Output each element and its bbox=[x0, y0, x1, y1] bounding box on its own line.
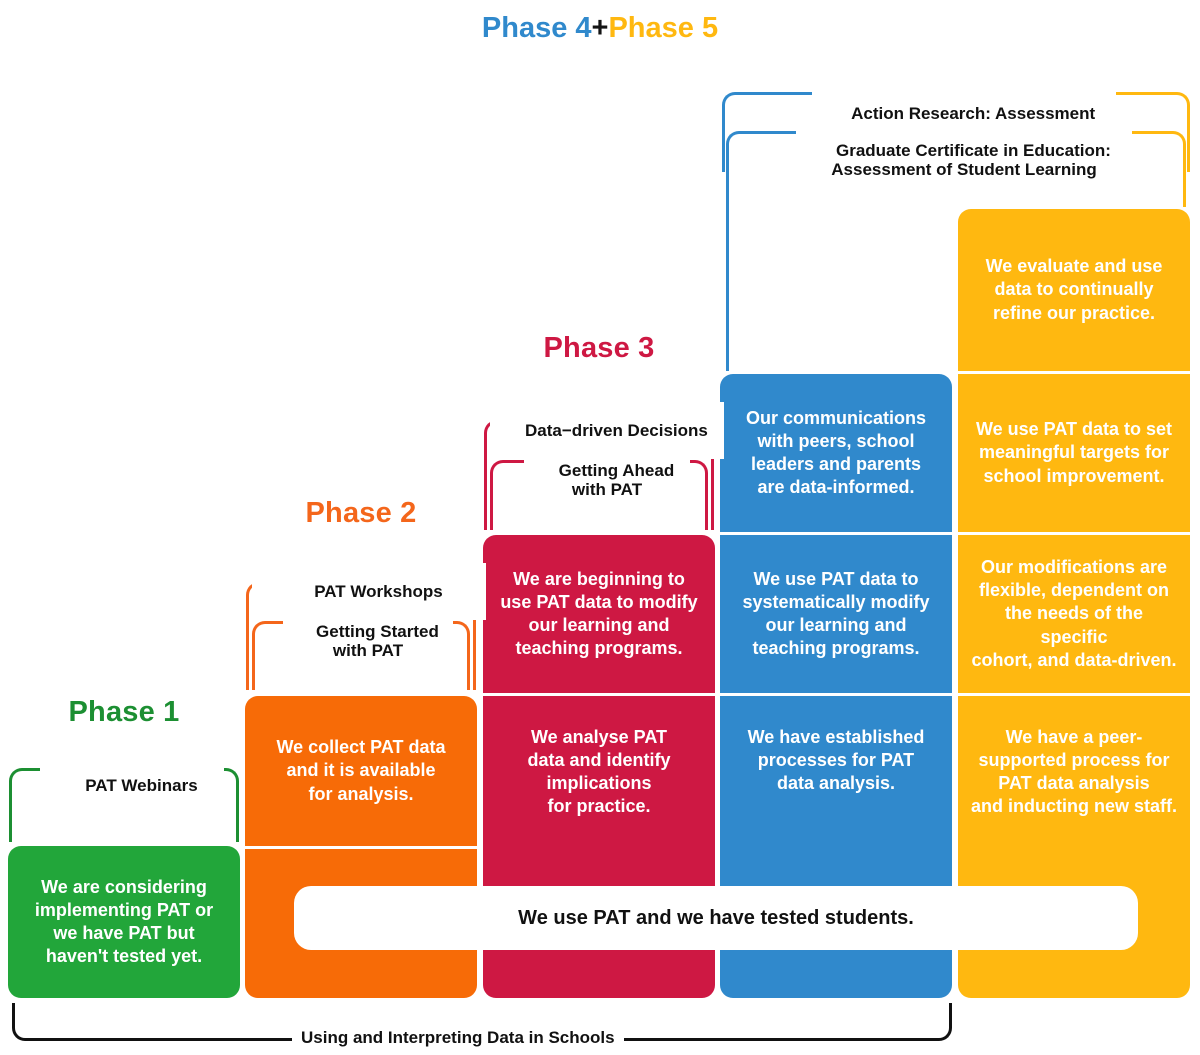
graduate-certificate-bracket-label: Graduate Certificate in Education: Asses… bbox=[796, 122, 1132, 199]
phase-3-cell-1-text: We are beginning to use PAT data to modi… bbox=[500, 568, 698, 659]
phase-5-cell-3: Our modifications are flexible, dependen… bbox=[958, 535, 1190, 693]
graduate-certificate-text: Graduate Certificate in Education: Asses… bbox=[831, 141, 1111, 180]
phase-5-cell-2-text: We use PAT data to set meaningful target… bbox=[975, 419, 1173, 486]
phase-5-cell-2: We use PAT data to set meaningful target… bbox=[958, 374, 1190, 532]
graduate-certificate-bracket-left bbox=[726, 131, 818, 371]
phase-1-title-text: Phase 1 bbox=[68, 696, 180, 728]
tested-students-banner: We use PAT and we have tested students. bbox=[294, 886, 1138, 950]
phase-5-cell-4-text: We have a peer- supported process for PA… bbox=[971, 727, 1177, 817]
getting-ahead-bracket-label: Getting Ahead with PAT bbox=[524, 442, 690, 519]
phase-3-cell-1: We are beginning to use PAT data to modi… bbox=[483, 535, 715, 693]
phase-3-title-text: Phase 3 bbox=[543, 332, 655, 364]
phase-2-title: Phase 2 bbox=[245, 497, 477, 530]
phase-3-cell-2-text: We analyse PAT data and identify implica… bbox=[527, 727, 671, 817]
phase-5-heading-label: Phase 5 bbox=[608, 12, 719, 44]
phase-2-cell-1: We collect PAT data and it is available … bbox=[245, 696, 477, 846]
phase-1-cell-1: We are considering implementing PAT or w… bbox=[8, 846, 240, 998]
phase-5-cell-1: We evaluate and use data to continually … bbox=[958, 209, 1190, 371]
getting-started-bracket-label: Getting Started with PAT bbox=[283, 603, 453, 680]
using-interpreting-data-text: Using and Interpreting Data in Schools bbox=[301, 1028, 615, 1047]
graduate-certificate-bracket-right bbox=[1094, 131, 1186, 207]
phase-4-cell-1-text: Our communications with peers, school le… bbox=[745, 407, 927, 498]
action-research-bracket-right bbox=[1071, 92, 1190, 172]
plus-symbol: + bbox=[591, 12, 609, 44]
pat-webinars-bracket-label: PAT Webinars bbox=[40, 757, 224, 815]
phase-1-cell-1-text: We are considering implementing PAT or w… bbox=[34, 876, 214, 967]
data-driven-decisions-text: Data−driven Decisions bbox=[525, 421, 708, 441]
phase-4-cell-1: Our communications with peers, school le… bbox=[720, 374, 952, 532]
getting-started-text: Getting Started with PAT bbox=[316, 622, 439, 661]
using-interpreting-data-label: Using and Interpreting Data in Schools bbox=[292, 1028, 624, 1048]
phase-5-cell-1-text: We evaluate and use data to continually … bbox=[985, 256, 1163, 323]
phase-4-cell-3-text: We have established processes for PAT da… bbox=[747, 727, 925, 794]
getting-ahead-text: Getting Ahead with PAT bbox=[558, 461, 675, 500]
phase-4-heading-label: Phase 4 bbox=[481, 12, 592, 44]
pat-workshops-text: PAT Workshops bbox=[314, 582, 443, 602]
phase-5-cell-3-text: Our modifications are flexible, dependen… bbox=[971, 557, 1177, 670]
phase-4-cell-2-text: We use PAT data to systematically modify… bbox=[742, 568, 930, 659]
phase-1-title: Phase 1 bbox=[8, 696, 240, 729]
phase-4-cell-2: We use PAT data to systematically modify… bbox=[720, 535, 952, 693]
phase-4-5-heading: Phase 4+Phase 5 bbox=[0, 12, 1200, 45]
action-research-text: Action Research: Assessment bbox=[851, 104, 1096, 124]
pat-webinars-text: PAT Webinars bbox=[85, 776, 198, 796]
action-research-bracket-left bbox=[722, 92, 841, 172]
phase-3-cell-2: We analyse PAT data and identify implica… bbox=[483, 696, 715, 998]
phase-2-cell-1-text: We collect PAT data and it is available … bbox=[276, 737, 446, 804]
tested-students-banner-text: We use PAT and we have tested students. bbox=[518, 906, 914, 929]
phase-5-cell-4: We have a peer- supported process for PA… bbox=[958, 696, 1190, 998]
phase-2-title-text: Phase 2 bbox=[305, 497, 417, 529]
phase-4-cell-3: We have established processes for PAT da… bbox=[720, 696, 952, 998]
phase-3-title: Phase 3 bbox=[483, 332, 715, 365]
